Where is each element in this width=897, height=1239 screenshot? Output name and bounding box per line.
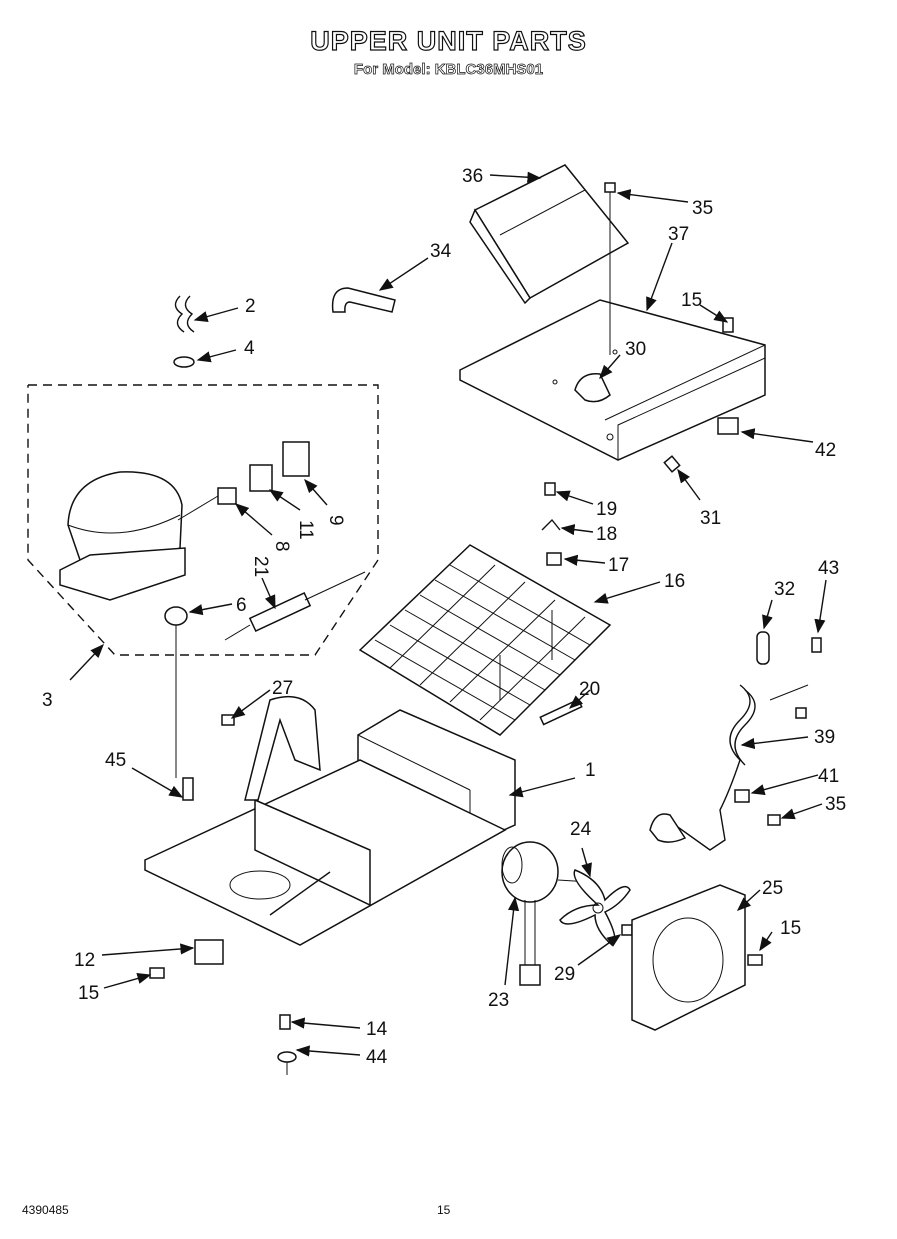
grommet-6-part [164,606,188,626]
callout-8: 8 [271,541,292,552]
wire-harness-45 [182,777,194,801]
bracket-17 [546,552,562,566]
overload-11-part [249,464,273,492]
relay-12 [194,939,224,965]
callout-20: 20 [579,679,600,700]
callout-29: 29 [554,964,575,985]
callout-27: 27 [272,678,293,699]
relay-9-part [282,441,310,477]
callout-30: 30 [625,339,646,360]
callout-14: 14 [366,1019,388,1040]
grommet-4-part [173,356,195,368]
document-number: 4390485 [22,1203,69,1217]
callout-21: 21 [250,556,271,577]
evaporator-grid-part [358,544,612,736]
screw-31 [663,455,681,473]
callout-23: 23 [488,990,509,1011]
callout-4: 4 [244,338,255,359]
fan-motor-23 [501,841,591,986]
callout-44: 44 [366,1047,388,1068]
clamp-41 [734,789,750,803]
callout-3: 3 [42,690,53,711]
compressor-assembly-outline [27,384,379,656]
clip-2-part [174,295,195,333]
screw-35-right [767,814,781,826]
drain-tube-part [331,287,396,313]
callout-32: 32 [774,579,795,600]
callout-15-right: 15 [780,918,801,939]
callout-18: 18 [596,524,617,545]
callout-12: 12 [74,950,95,971]
mounting-plate-part [459,299,766,461]
tube-32 [756,631,770,665]
screw-43 [811,637,822,653]
callout-24: 24 [570,819,592,840]
callout-15-left: 15 [78,983,99,1004]
callout-11: 11 [295,520,316,540]
callout-9: 9 [325,515,346,526]
screw-15-left [149,967,165,979]
callout-45: 45 [105,750,126,771]
callout-35-top: 35 [692,198,713,219]
callout-37: 37 [668,224,689,245]
clip-42 [717,417,739,435]
washer-44 [277,1051,297,1063]
callout-35-right: 35 [825,794,846,815]
callout-2: 2 [245,296,256,317]
screw-14 [279,1014,291,1030]
callout-15-top: 15 [681,290,702,311]
relay-8-part [217,487,237,505]
callout-25: 25 [762,878,783,899]
screw-19 [544,482,556,496]
part-29 [621,924,633,936]
callout-6: 6 [236,595,247,616]
compressor-part [59,471,186,601]
leader-lines [69,171,827,1057]
callout-1: 1 [585,760,596,781]
bracket-part [574,373,611,403]
fan-shroud-25 [631,884,746,1031]
screw-15-right [747,954,763,966]
callout-numbers: 36 35 37 34 15 30 2 4 42 31 19 18 17 16 … [42,166,846,1068]
power-cord-39 [649,684,809,851]
callout-19: 19 [596,499,617,520]
callout-36: 36 [462,166,483,187]
page-number: 15 [437,1203,451,1217]
callout-43: 43 [818,558,839,579]
screw-35-top [604,182,616,355]
model-subtitle: For Model: KBLC36MHS01 [353,61,544,79]
page-title: UPPER UNIT PARTS [310,25,587,56]
callout-42: 42 [815,440,836,461]
callout-17: 17 [608,555,629,576]
clip-18 [541,518,561,531]
screw-27 [221,714,235,726]
drier-part [224,571,366,641]
callout-16: 16 [664,571,685,592]
callout-41: 41 [818,766,839,787]
callout-34: 34 [430,241,452,262]
callout-31: 31 [700,508,721,529]
callout-39: 39 [814,727,835,748]
